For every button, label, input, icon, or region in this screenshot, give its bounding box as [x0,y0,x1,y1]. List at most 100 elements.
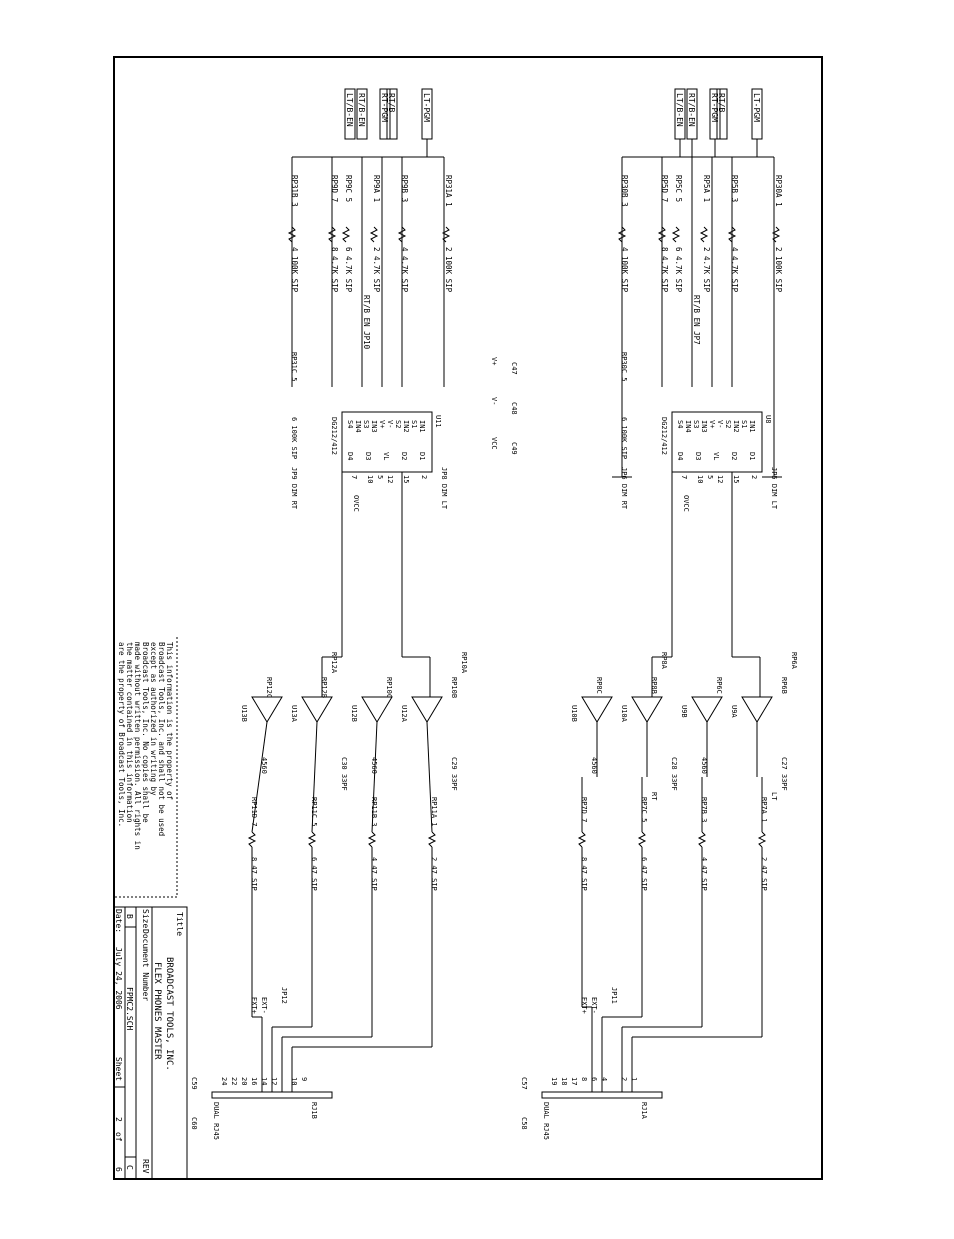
res-value-b-5: 2 100K SIP [444,247,453,293]
ic-ref-u8: U8 [764,415,772,423]
res-label-b-2: RP9C 5 [344,175,353,202]
opamp-label-u9b: U9B [680,705,688,718]
pinnum-b-3: 5 [376,475,384,479]
ic-u8 [671,411,763,473]
pinnum-a-0: 2 [750,475,758,479]
pin-a-8: IN4 [684,420,692,433]
jp-ext-a: JP11 [610,987,618,1004]
opamp-label-u10b: U10B [570,705,578,722]
pin-b-5: V+ [378,420,386,428]
tb-date: July 24, 2006 [114,947,123,1010]
conn-pin-b-2: 20 [240,1077,248,1085]
pin-a-5: V+ [708,420,716,428]
opamp-u10a [631,696,663,723]
fb-cap-b-1: C29 33PF [450,757,458,791]
opamp-label-u12b: U12B [350,705,358,722]
section-a: RT-PGM RT/B-EN LT/B-EN RT/B LT-PGM [520,88,798,1140]
conn-pin-a-6: 2 [620,1077,628,1081]
out-val-a-3: 2 47 SIP [760,857,768,891]
pin-b-0: IN1 [418,420,426,433]
pin-a-3: S2 [724,420,732,428]
pin-br-1: D2 [400,452,408,460]
res-value-a-5: 2 100K SIP [774,247,783,293]
pin-a-6: IN3 [700,420,708,433]
vminus-label: V- [490,397,498,405]
notice-line-3: Broadcast Tools, Inc. No copies shall be [141,642,150,823]
pin-br-0: D1 [418,452,426,460]
tb-of-label: of [114,1132,123,1142]
pinnum-b-1: 15 [402,475,410,483]
pin-br-2: VL [382,452,390,460]
out-val-a-1: 6 47 SIP [640,857,648,891]
jp-dim-rt-a: JP6 DIM RT [620,467,628,510]
conn-pin-b-4: 14 [260,1077,268,1085]
out-res-a-0: RP7D 7 [580,797,588,822]
out-res-a-3: RP7A 1 [760,797,768,822]
conn-pin-a-1: 18 [560,1077,568,1085]
ext-minus-a: EXT- [590,997,598,1014]
res-label-a-4: RP5B 3 [730,175,739,202]
rt-out: RT [650,792,658,801]
pull-res-b: RP31C 5 [290,352,298,382]
tb-total: 6 [114,1167,123,1172]
tb-rev-label: REV [141,1159,150,1174]
pinnum-a-4: 10 [696,475,704,483]
pin-b-1: S1 [410,420,418,428]
fb-res-b-4: RP10B [450,677,458,698]
tb-date-label: Date: [114,909,123,933]
vcc-label: VCC [490,437,498,450]
fb-res-a-1: RP8B [650,677,658,694]
ic-part-u11: DG212/412 [330,417,338,455]
pinnum-b-2: 12 [386,475,394,483]
opamp-part-a-0: 4560 [700,757,708,774]
fb-res-a-4: RP6B [780,677,788,694]
conn-pin-b-6: 10 [290,1077,298,1085]
res-label-b-0: RP31B 3 [290,175,299,207]
opamp-part-b-1: 4560 [260,757,268,774]
conn-pin-b-0: 24 [220,1077,228,1085]
conn-ref-b: RJ1B [310,1102,318,1119]
res-value-a-2: 6 4.7K SIP [674,247,683,293]
pin-a-0: IN1 [748,420,756,433]
conn-pin-b-1: 22 [230,1077,238,1085]
opamp-u9b [691,696,723,723]
pin-br-3: D3 [364,452,372,460]
out-val-b-3: 2 47 SIP [430,857,438,891]
pinnum-a-5: 7 [680,475,688,479]
conn-ref-a: RJ1A [640,1102,648,1120]
notice-block: This information is the property of Broa… [114,637,178,898]
tb-size-label: Size [141,909,150,928]
notice-line-2: except as authorized in writing by [149,642,158,796]
conn-pin-b-5: 12 [270,1077,278,1085]
tb-doc-label: Document Number [141,929,150,1001]
net-rt-b-en-b: RT/B-EN [357,93,366,127]
ecap-b-0: C59 [190,1077,198,1090]
net-rt-pgm-a: RT-PGM [710,93,719,122]
fb-res-b-1: RP12B [320,677,328,698]
conn-pin-b-3: 16 [250,1077,258,1085]
pin-b-4: V- [386,420,394,428]
ext-minus-b: EXT- [260,997,268,1014]
out-val-b-1: 6 47 SIP [310,857,318,891]
conn-name-b: DUAL RJ45 [212,1102,220,1140]
ext-plus-a: EXT+ [580,997,588,1014]
pin-ar-2: VL [712,452,720,460]
pull-val-a: 6 100K SIP [620,417,628,459]
pin-a-1: S1 [740,420,748,428]
vplus-label: V+ [490,357,498,365]
ovcc-a: OVCC [682,495,690,512]
res-label-b-1: RP9D 7 [330,175,339,202]
conn-pin-b-7: 9 [300,1077,308,1081]
lt-out: LT [770,792,778,801]
out-res-b-1: RP11C 5 [310,797,318,827]
pin-br-4: D4 [346,452,354,460]
res-value-a-3: 2 4.7K SIP [702,247,711,293]
conn-pin-a-5: 4 [600,1077,608,1081]
pin-b-8: IN4 [354,420,362,433]
res-label-a-2: RP5C 5 [674,175,683,202]
out-val-a-2: 4 47 SIP [700,857,708,891]
conn-pin-a-0: 19 [550,1077,558,1085]
fb-res-a-0: RP8A [660,652,668,670]
